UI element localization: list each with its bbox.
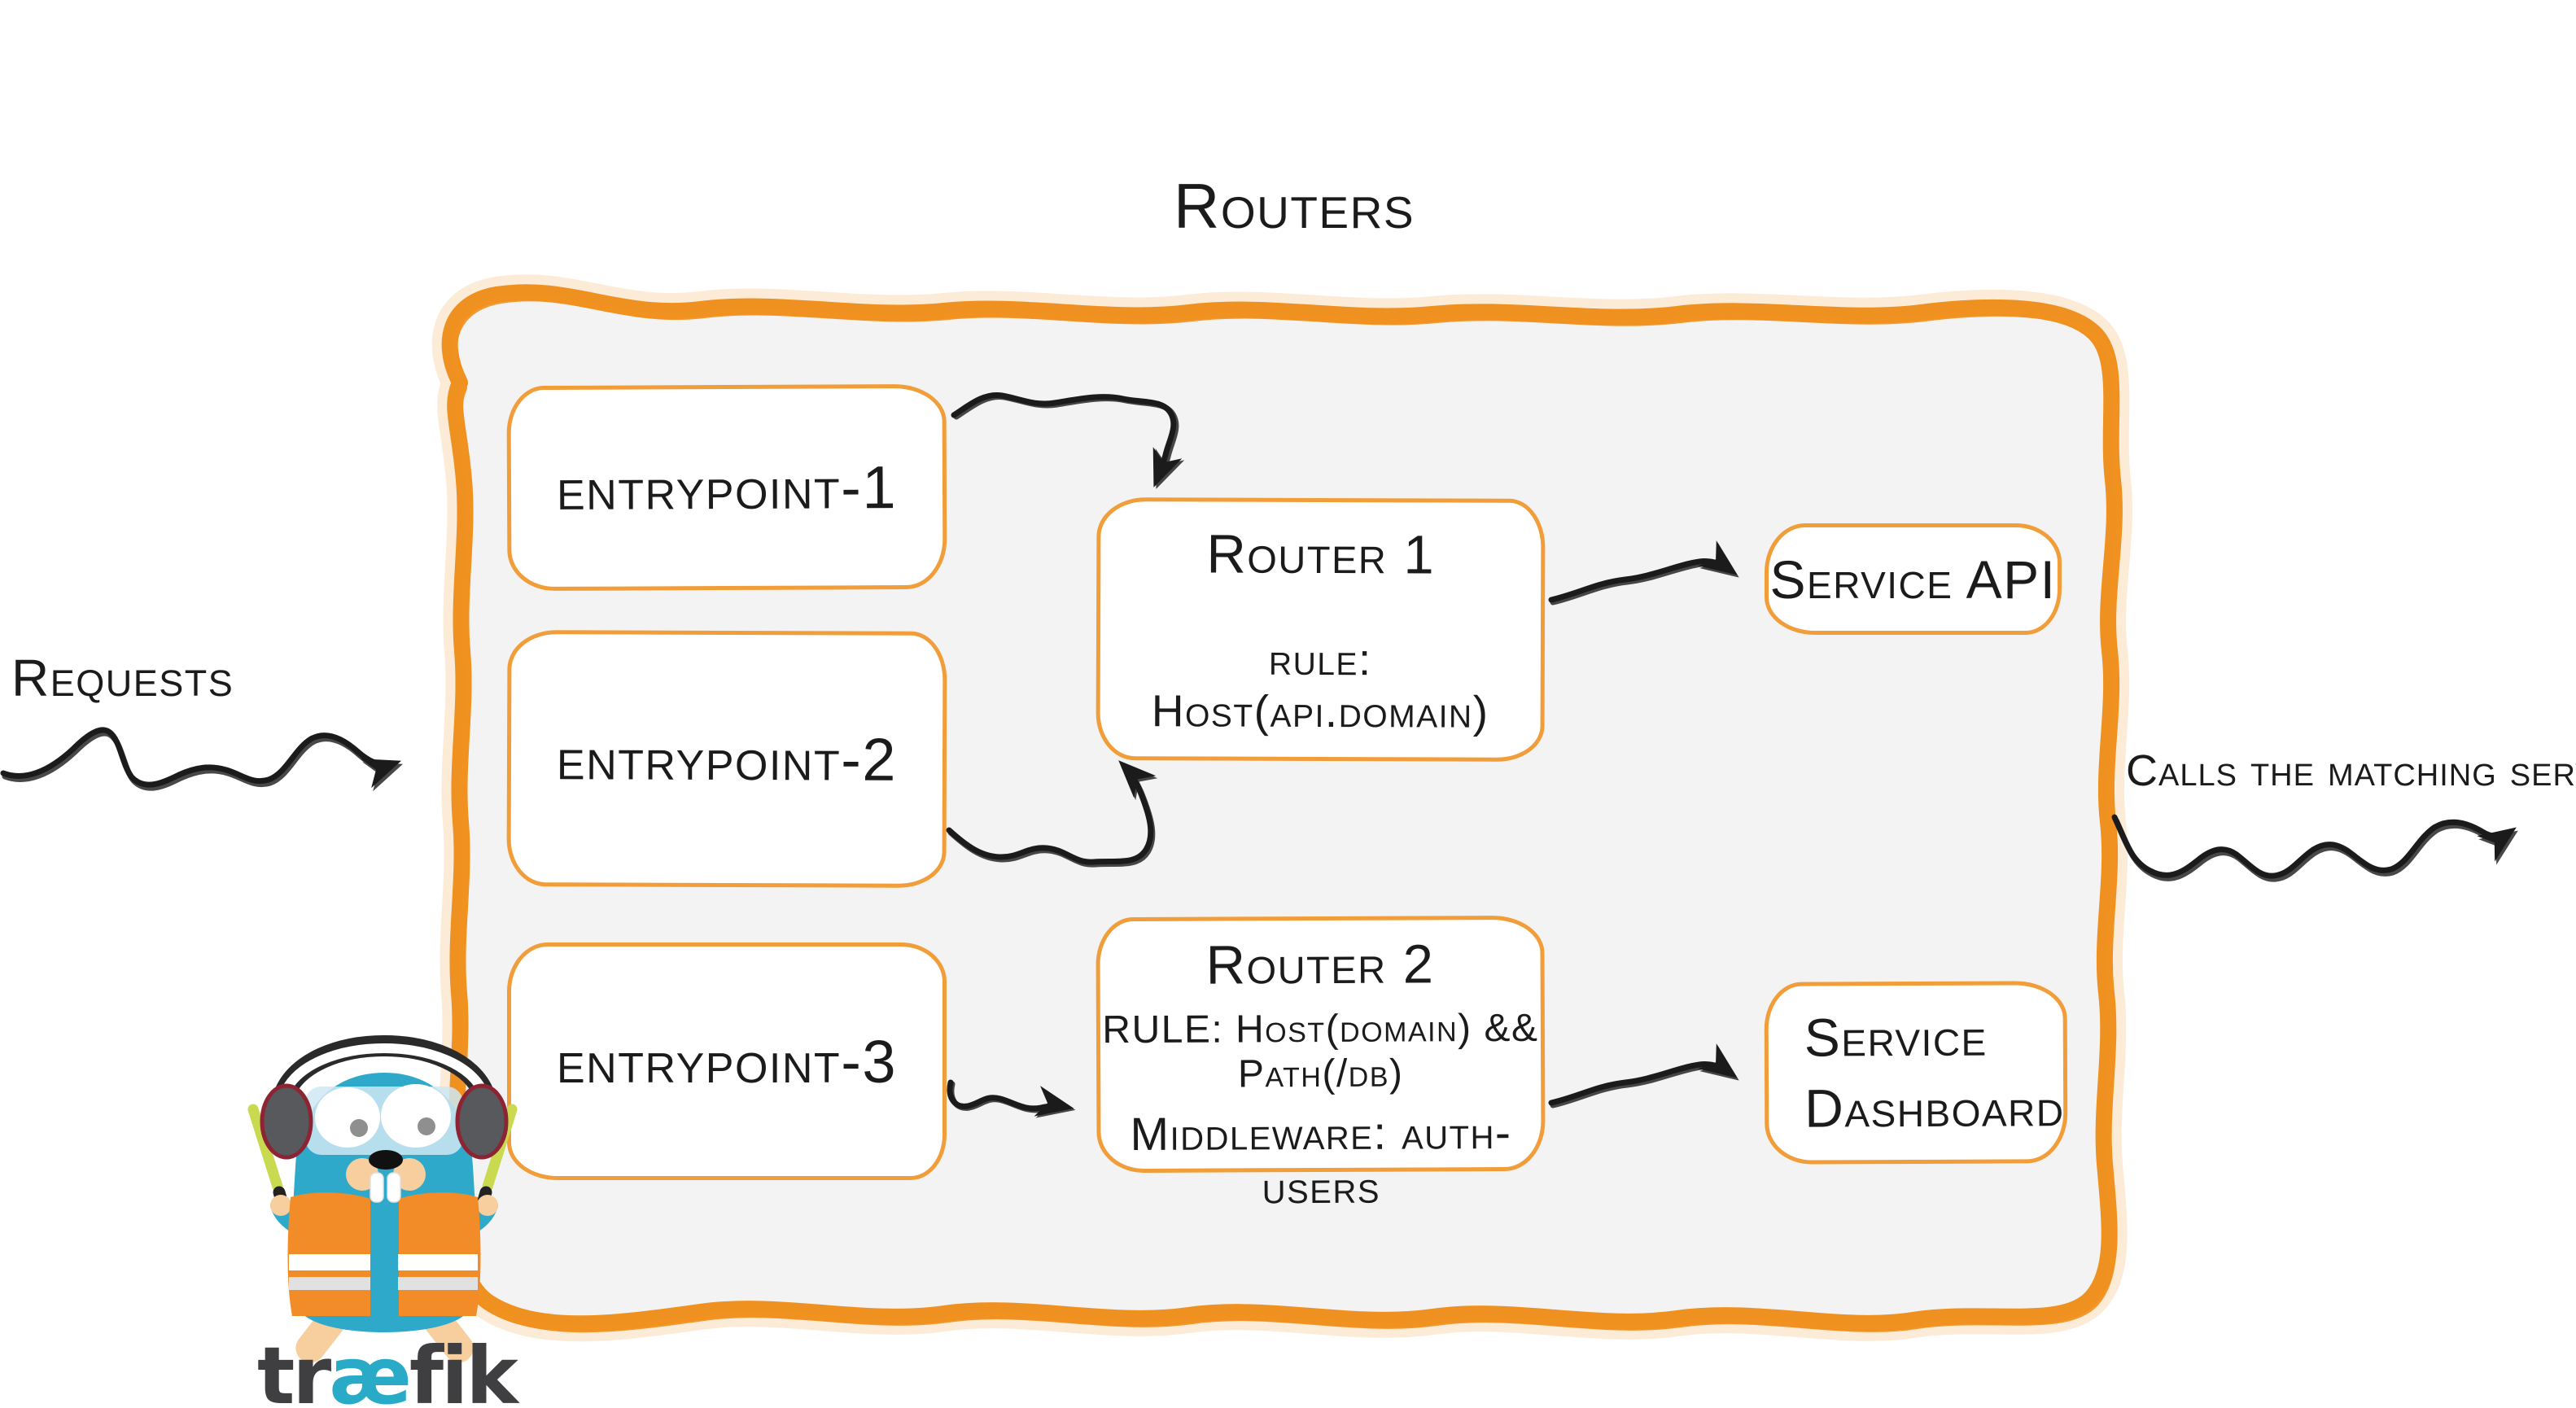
headphones-icon [260,1035,509,1160]
arrow-entrypoint3-to-router2 [947,1079,1074,1117]
router-2-rule: RULE: Host(domain) && Path(/db) [1102,1006,1539,1096]
node-router-2: Router 2 RULE: Host(domain) && Path(/db)… [1096,915,1546,1213]
requests-label: Requests [11,649,234,707]
node-service-api: Service API [1765,523,2062,635]
entrypoint-1-label: entrypoint-1 [556,453,898,523]
gopher-goggles [305,1084,463,1155]
gopher-body [292,1073,476,1332]
wordmark-post: fik [409,1330,518,1408]
entrypoint-3-label: entrypoint-3 [557,1027,897,1095]
service-api-label: Service API [1769,549,2057,610]
router-1-title: Router 1 [1206,523,1436,586]
entrypoint-2-label: entrypoint-2 [556,724,898,794]
node-service-dashboard: Service Dashboard [1764,981,2068,1165]
wordmark-ae: æ [329,1330,412,1408]
arrow-requests-into-panel [0,727,402,788]
arrow-panel-to-matching-server [2111,814,2517,879]
node-entrypoint-2: entrypoint-2 [506,630,947,888]
gopher-safety-vest [287,1192,481,1316]
arrow-router2-to-service-dashboard [1548,1043,1738,1105]
traefik-wordmark: træfik [257,1330,518,1408]
wordmark-pre: tr [257,1330,331,1408]
router-2-title: Router 2 [1205,934,1435,996]
arrow-entrypoint1-to-router1 [951,391,1183,488]
node-entrypoint-1: entrypoint-1 [506,383,947,592]
service-dashboard-label: Service Dashboard [1804,1006,2065,1139]
light-stick-left-icon [247,1104,292,1222]
router-1-rule: rule: Host(api.domain) [1151,633,1489,737]
traefik-gopher-logo [247,1035,518,1363]
gopher-arms [270,1195,498,1235]
arrow-router1-to-service-api [1548,540,1738,602]
router-2-middleware: Middleware: auth-users [1130,1106,1512,1214]
diagram-title: Routers [1173,170,1415,242]
gopher-muzzle [346,1150,426,1203]
arrow-entrypoint2-to-router1 [946,760,1157,864]
node-entrypoint-3: entrypoint-3 [507,942,947,1180]
node-router-1: Router 1 rule: Host(api.domain) [1096,497,1546,762]
calls-matching-server-label: Calls the matching server [2126,746,2576,795]
